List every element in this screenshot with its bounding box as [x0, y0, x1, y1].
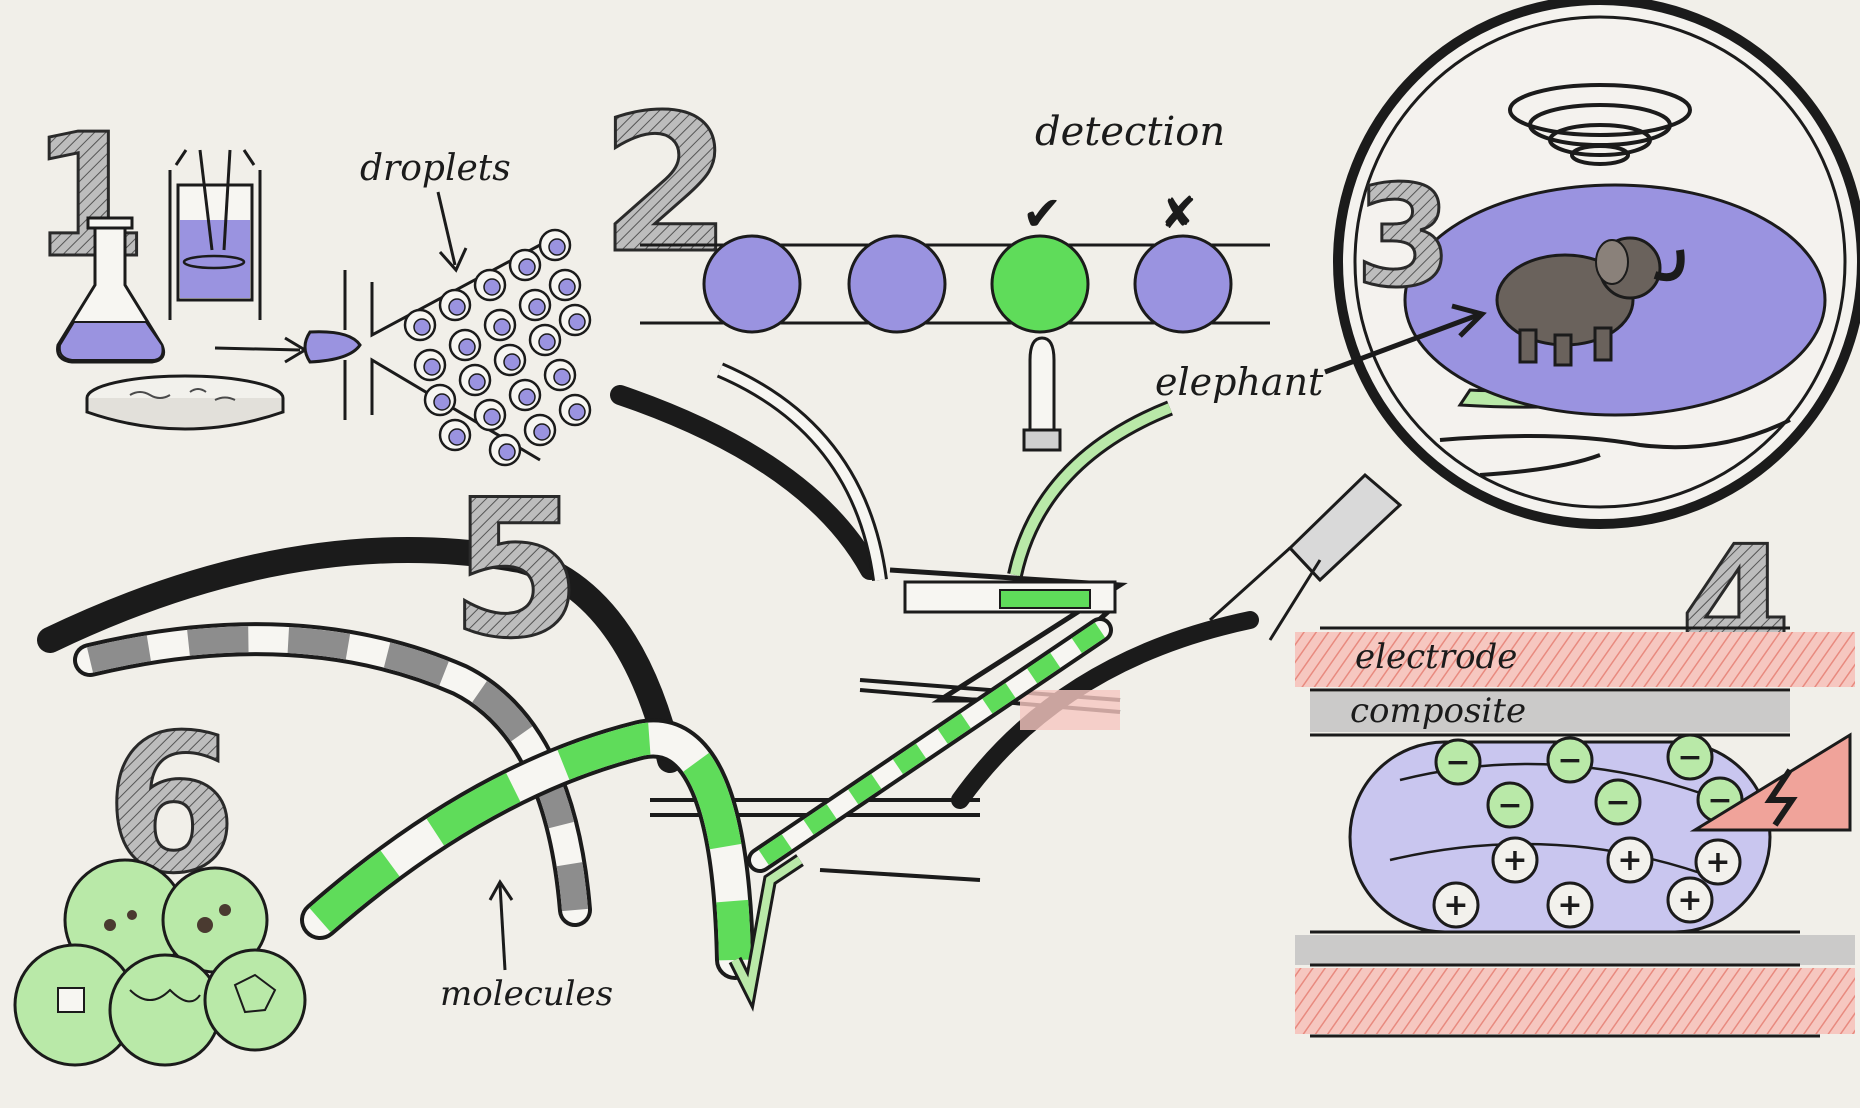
label-droplets: droplets [360, 148, 511, 189]
step-1-preparation: 1 [29, 97, 592, 467]
droplet-core [423, 358, 441, 376]
flask-icon [56, 216, 166, 364]
ion-sign: − [1557, 743, 1582, 778]
droplet-core [533, 423, 551, 441]
check-icon: ✔ [1022, 186, 1062, 242]
ion [1666, 733, 1714, 781]
step-number-5: 5 [450, 459, 582, 680]
step-3-magnifier: 3 elephant [1155, 0, 1860, 641]
droplet-core [468, 373, 486, 391]
magnifier-handle [1208, 472, 1403, 641]
droplet-green-detected [990, 234, 1090, 334]
label-composite: composite [1350, 691, 1526, 731]
step-6-cells: 6 [13, 693, 307, 1067]
droplet-core [568, 403, 586, 421]
droplet-core [538, 333, 556, 351]
electrode-layer [1295, 632, 1855, 687]
step-number-1: 1 [30, 98, 148, 296]
ion-sign: + [1705, 845, 1730, 880]
ion [1486, 781, 1534, 829]
ion-sign: − [1497, 788, 1522, 823]
ion-sign: − [1605, 785, 1630, 820]
ion [1594, 778, 1642, 826]
swirl-icon [1508, 83, 1692, 166]
droplet-core [483, 408, 501, 426]
droplets-arrow-icon [436, 191, 468, 273]
droplet-core [458, 338, 476, 356]
molecules-arrow-icon [488, 879, 514, 971]
cell-contents-icon [57, 904, 277, 1014]
droplet-core [448, 428, 466, 446]
ion-sign: − [1677, 740, 1702, 775]
ion-sign: − [1445, 745, 1470, 780]
black-tube-3 [951, 611, 1259, 809]
label-detection: detection [1035, 109, 1225, 155]
step-2-detection: 2 detection ✔ ✘ [599, 73, 1270, 452]
composite-layer [1310, 692, 1790, 732]
ion [1546, 736, 1594, 784]
label-molecules: molecules [440, 974, 613, 1014]
step-4-electrode: 4 electrode composite −−−−−−++++++ [1295, 510, 1855, 1038]
droplet-purple-2 [847, 234, 947, 334]
ion-sign: + [1502, 843, 1527, 878]
droplet-core [413, 318, 431, 336]
ion [1606, 836, 1654, 884]
droplet-core [493, 318, 511, 336]
ion [1434, 738, 1482, 786]
droplet-cluster [403, 228, 592, 467]
droplet-core [498, 443, 516, 461]
ion [1694, 838, 1742, 886]
droplet-purple-rejected [1133, 234, 1233, 334]
microfluidic-chip [650, 567, 1128, 882]
high-voltage-warning-icon [1689, 732, 1852, 832]
step-number-3: 3 [1355, 156, 1452, 319]
label-electrode: electrode [1355, 637, 1517, 677]
step-5-tubing: 5 molecules [37, 362, 1259, 1014]
droplet-core [518, 258, 536, 276]
black-tube-1 [37, 537, 683, 773]
black-tube-2 [610, 385, 880, 580]
droplet-core [558, 278, 576, 296]
ion [1491, 836, 1539, 884]
label-elephant: elephant [1155, 360, 1324, 404]
droplet-core [528, 298, 546, 316]
ion-sign: + [1443, 888, 1468, 923]
beaker-icon [168, 149, 262, 320]
droplet-core [568, 313, 586, 331]
ion [1546, 881, 1594, 929]
ion [1432, 881, 1480, 929]
ion-sign: + [1677, 883, 1702, 918]
droplet-purple-1 [702, 234, 802, 334]
cross-icon: ✘ [1160, 188, 1197, 239]
cell-4 [108, 953, 222, 1067]
ion [1666, 876, 1714, 924]
petri-dish-icon [85, 374, 285, 431]
droplet-core [433, 393, 451, 411]
ion-group: −−−−−−++++++ [1432, 733, 1744, 929]
elephant-arrow-icon [1324, 303, 1487, 375]
droplet-core [553, 368, 571, 386]
droplet-core [548, 238, 566, 256]
droplet-core [518, 388, 536, 406]
detector-icon [1022, 336, 1062, 452]
cell-5 [203, 948, 307, 1052]
droplet-core [448, 298, 466, 316]
flow-arrow-icon [214, 336, 308, 364]
droplet-core [483, 278, 501, 296]
elephant-icon [1495, 236, 1685, 367]
ion-sign: + [1557, 888, 1582, 923]
droplet-core [503, 353, 521, 371]
ion-sign: + [1617, 843, 1642, 878]
